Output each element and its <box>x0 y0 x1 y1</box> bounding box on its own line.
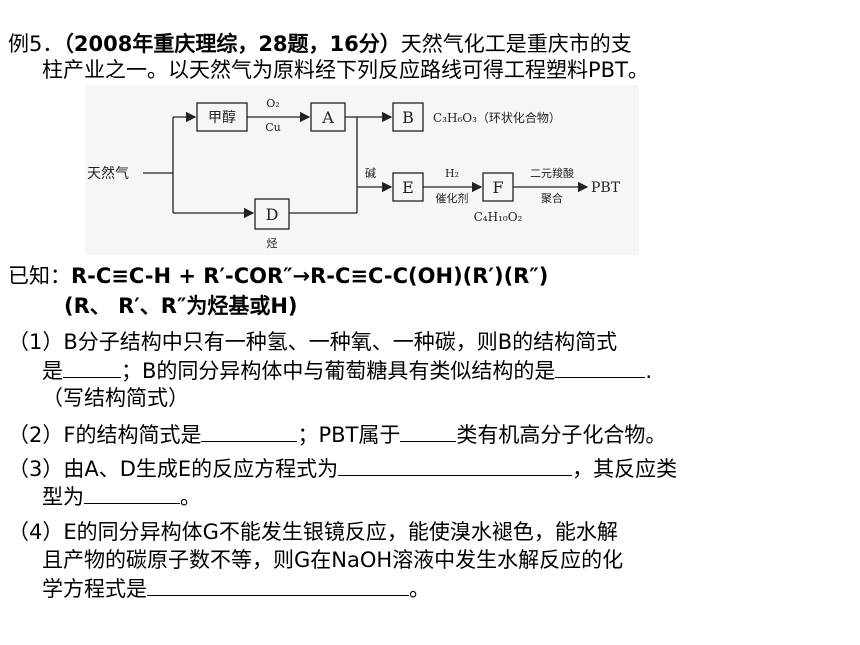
F-formula: C₄H₁₀O₂ <box>474 210 523 224</box>
B-box <box>392 102 424 132</box>
q1-text-c: . <box>645 359 653 383</box>
answer-blank-q1-B[interactable] <box>63 358 121 378</box>
F-label: F <box>492 178 503 197</box>
q3-text-d: 。 <box>180 485 201 509</box>
example-intro-line1: 例5．（2008年重庆理综，28题，16分）天然气化工是重庆市的支 <box>8 32 632 56</box>
known-label: 已知： <box>8 264 71 288</box>
answer-blank-q1-isomer[interactable] <box>555 358 646 378</box>
reaction-scheme-diagram: 天然气 甲醇 O₂ Cu A B C₃H₆O₃（环状化合物） 碱 E H₂ 催化… <box>85 85 639 255</box>
condition-h2: H₂ <box>445 167 459 180</box>
example-label: 例5． <box>8 32 64 56</box>
natural-gas-label: 天然气 <box>87 165 129 182</box>
answer-blank-q4-equation[interactable] <box>147 576 409 596</box>
condition-o2: O₂ <box>266 97 279 110</box>
condition-cu: Cu <box>265 121 281 134</box>
condition-catalyst: 催化剂 <box>436 191 469 205</box>
question-1-line2: 是 ；B的同分异构体中与葡萄糖具有类似结构的是. <box>42 358 652 383</box>
question-4-line1: （4）E的同分异构体G不能发生银镜反应，能使溴水褪色，能水解 <box>8 520 618 544</box>
PBT-label: PBT <box>591 180 621 196</box>
q1-text-a: 是 <box>42 359 63 383</box>
q1-text-b: ；B的同分异构体中与葡萄糖具有类似结构的是 <box>121 359 556 383</box>
D-label: D <box>266 205 279 224</box>
q3-text-b: ，其反应类 <box>572 457 678 481</box>
A-box <box>310 102 346 132</box>
q2-text-b: ；PBT属于 <box>297 423 401 447</box>
E-box <box>392 172 424 202</box>
example-intro: 天然气化工是重庆市的支 <box>400 32 632 56</box>
question-1-line1: （1）B分子结构中只有一种氢、一种氧、一种碳，则B的结构简式 <box>8 330 618 354</box>
methanol-label: 甲醇 <box>208 109 236 126</box>
example-intro-line2: 柱产业之一。以天然气为原料经下列反应路线可得工程塑料PBT。 <box>42 58 649 82</box>
question-4-line2: 且产物的碳原子数不等，则G在NaOH溶液中发生水解反应的化 <box>42 548 624 572</box>
B-formula: C₃H₆O₃（环状化合物） <box>433 110 561 125</box>
known-note: (R、 R′、R″为烃基或H) <box>64 294 298 318</box>
question-1-line3: （写结构简式） <box>42 386 189 410</box>
answer-blank-q3-type[interactable] <box>84 484 180 504</box>
q2-text-c: 类有机高分子化合物。 <box>456 423 667 447</box>
A-label: A <box>321 108 334 127</box>
D-box <box>254 198 290 230</box>
q4-text-b: 。 <box>409 577 430 601</box>
D-hydrocarbon-label: 烃 <box>267 237 278 250</box>
question-4-line3: 学方程式是 。 <box>42 576 430 601</box>
B-label: B <box>402 108 414 127</box>
answer-blank-q3-equation[interactable] <box>338 456 573 476</box>
known-line: 已知：R-C≡C-H + R′-COR″→R-C≡C-C(OH)(R′)(R″) <box>8 264 548 288</box>
q4-text-a: 学方程式是 <box>42 577 147 601</box>
condition-polymerize: 聚合 <box>541 191 563 205</box>
condition-base: 碱 <box>365 167 376 180</box>
question-3-line2: 型为 。 <box>42 484 201 509</box>
q2-text-a: （2）F的结构简式是 <box>8 423 202 447</box>
q3-text-c: 型为 <box>42 485 84 509</box>
question-3-line1: （3）由A、D生成E的反应方程式为 ，其反应类 <box>8 456 677 481</box>
answer-blank-q2-F[interactable] <box>201 422 298 442</box>
condition-diacid: 二元羧酸 <box>530 166 574 180</box>
methanol-box <box>196 102 248 132</box>
known-reaction: R-C≡C-H + R′-COR″→R-C≡C-C(OH)(R′)(R″) <box>71 264 549 288</box>
question-2-line: （2）F的结构简式是 ；PBT属于 类有机高分子化合物。 <box>8 422 666 447</box>
example-source: （2008年重庆理综，28题，16分） <box>63 32 401 56</box>
E-label: E <box>402 178 414 197</box>
F-box <box>482 172 514 202</box>
answer-blank-q2-PBT[interactable] <box>400 422 457 442</box>
q3-text-a: （3）由A、D生成E的反应方程式为 <box>8 457 339 481</box>
